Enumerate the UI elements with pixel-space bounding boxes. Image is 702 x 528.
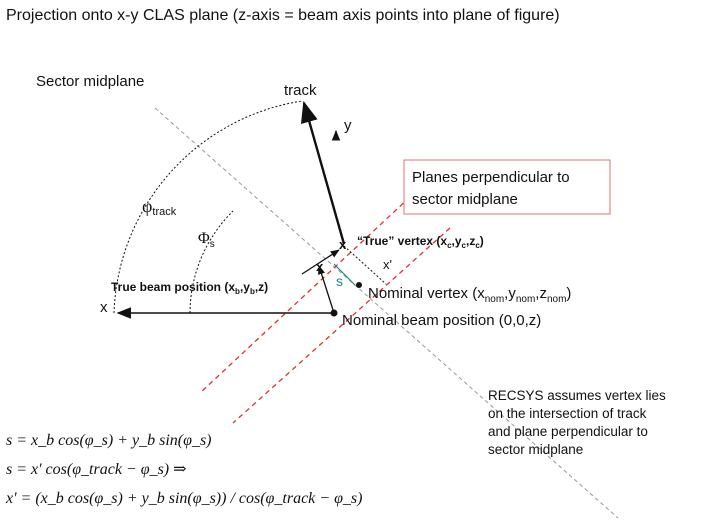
callout-line-1: Planes perpendicular to (412, 169, 570, 186)
nominal-vertex-label: Nominal vertex (xnom,ynom,znom) (368, 285, 571, 305)
track-label: track (284, 82, 317, 99)
recsys-note-line-3: and plane perpendicular to (488, 424, 648, 439)
perpendicular-plane-1 (199, 196, 411, 394)
x-prime-segment (343, 245, 387, 285)
true-vertex-marker: x (339, 237, 347, 252)
perpendicular-plane-2 (232, 227, 451, 424)
true-beam-vector (318, 265, 335, 314)
nominal-beam-point (330, 309, 338, 317)
phi-s-label: Φs (198, 230, 215, 250)
recsys-note-line-2: on the intersection of track (488, 406, 647, 421)
s-segment (333, 263, 356, 286)
equation-3: x' = (x_b cos(φ_s) + y_b sin(φ_s)) / cos… (5, 490, 362, 507)
phi-track-arc (113, 100, 303, 314)
x-axis-label: x (100, 299, 108, 316)
s-label: s (336, 273, 343, 289)
true-beam-label: True beam position (xb,yb,z) (111, 280, 268, 296)
beam-to-vertex-vector (301, 249, 340, 275)
callout-box (403, 159, 611, 215)
true-vertex-label: “True” vertex (xc,yc,zc) (357, 234, 484, 250)
x-prime-label: x' (383, 257, 392, 272)
true-beam-marker: x (316, 259, 324, 274)
recsys-note-line-4: sector midplane (488, 442, 583, 457)
sector-midplane-line (154, 107, 619, 519)
equations: s = x_b cos(φ_s) + y_b sin(φ_s) s = x' c… (5, 432, 362, 507)
equation-2: s = x' cos(φ_track − φ_s) ⇒ (6, 461, 187, 478)
nominal-vertex-point (356, 282, 362, 288)
phi-s-arc (189, 210, 234, 314)
y-axis-label: y (344, 117, 352, 134)
recsys-note-line-1: RECSYS assumes vertex lies (488, 388, 666, 403)
sector-midplane-label: Sector midplane (36, 73, 144, 90)
callout-line-2: sector midplane (412, 191, 518, 208)
phi-track-label: φtrack (142, 196, 177, 218)
equation-1: s = x_b cos(φ_s) + y_b sin(φ_s) (6, 432, 212, 449)
diagram-title: Projection onto x-y CLAS plane (z-axis =… (6, 7, 560, 24)
nominal-beam-label: Nominal beam position (0,0,z) (342, 312, 541, 329)
track-line (300, 100, 346, 245)
